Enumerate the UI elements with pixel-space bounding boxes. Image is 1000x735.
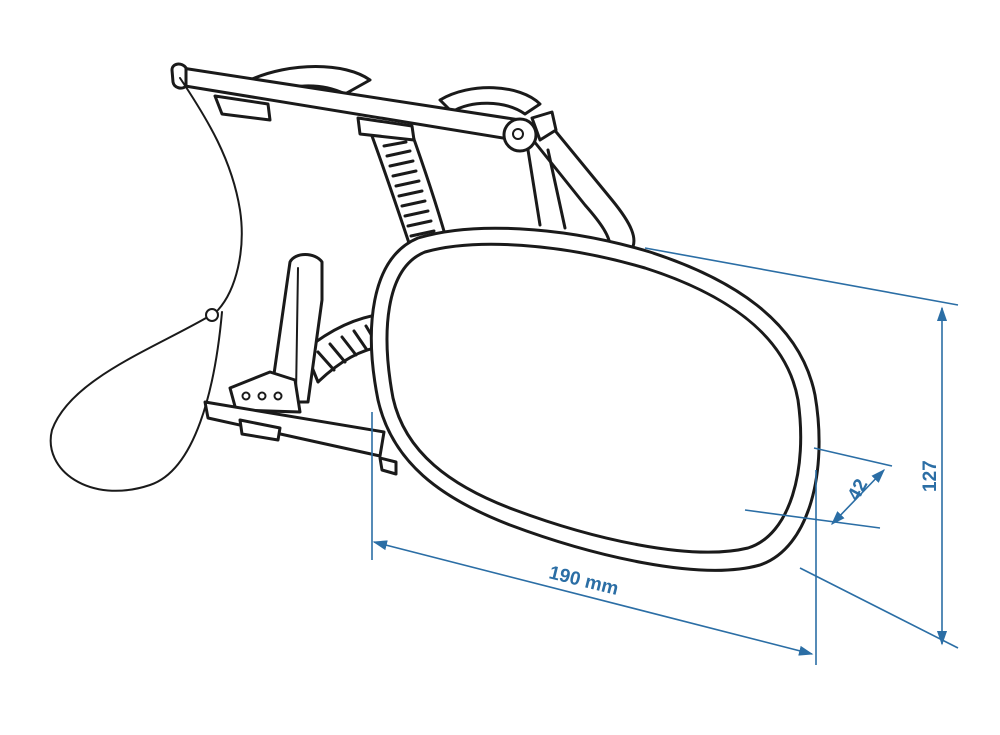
width-dimension-label: 190 mm xyxy=(547,562,621,599)
mirror-head xyxy=(369,226,821,572)
upper-strap-band xyxy=(370,126,448,254)
lower-clamp xyxy=(203,253,398,476)
depth-dimension-label: 42 xyxy=(844,476,872,505)
safety-cable xyxy=(49,77,243,492)
depth-dimension-line xyxy=(831,468,885,526)
width-dimension-line xyxy=(372,540,814,656)
height-dimension-label: 127 xyxy=(920,460,941,492)
